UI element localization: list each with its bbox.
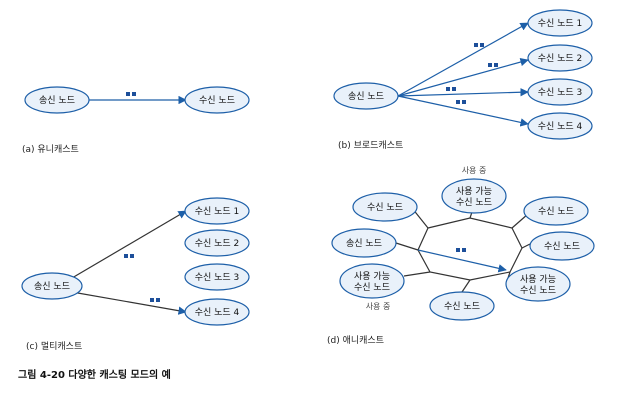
multicast-sender-label: 송신 노드 [34, 281, 70, 292]
panel-multicast: 송신 노드 수신 노드 1 수신 노드 2 수신 노드 3 수신 노드 4 (c… [21, 197, 250, 352]
broadcast-receiver-node-4 [527, 112, 593, 140]
broadcast-link-1 [397, 22, 529, 97]
multicast-receiver-label-2: 수신 노드 2 [195, 238, 240, 249]
anycast-available-node-top [441, 178, 507, 214]
broadcast-receiver-label-4: 수신 노드 4 [538, 121, 583, 132]
anycast-link-h [461, 279, 471, 293]
multicast-receiver-label-4: 수신 노드 4 [195, 307, 240, 318]
anycast-sender-label: 송신 노드 [346, 238, 382, 249]
broadcast-link-4 [397, 95, 529, 127]
anycast-receiver-node-1 [352, 192, 418, 222]
anycast-available-right-line2: 수신 노드 [520, 285, 556, 296]
unicast-receiver-label: 수신 노드 [199, 95, 235, 106]
anycast-available-right-line1: 사용 가능 [520, 274, 556, 285]
broadcast-receiver-label-1: 수신 노드 1 [538, 18, 583, 29]
panel-broadcast: 송신 노드 수신 노드 1 수신 노드 2 수신 노드 3 수신 노드 4 (b… [333, 9, 593, 151]
anycast-receiver-label-3: 수신 노드 [544, 241, 580, 252]
broadcast-receiver-label-3: 수신 노드 3 [538, 87, 583, 98]
multicast-receiver-node-4 [184, 298, 250, 326]
unicast-sender-node [24, 86, 90, 114]
anycast-available-node-right [505, 266, 571, 302]
anycast-available-left-line1: 사용 가능 [354, 271, 390, 282]
multicast-receiver-label-1: 수신 노드 1 [195, 206, 240, 217]
panel-anycast: 사용 중 사용 가능 수신 노드 수신 노드 수신 노드 송신 노드 수신 노드… [327, 166, 595, 346]
broadcast-receiver-label-2: 수신 노드 2 [538, 53, 583, 64]
multicast-receiver-node-2 [184, 229, 250, 257]
anycast-available-top-line2: 수신 노드 [456, 197, 492, 208]
broadcast-link-2 [397, 57, 529, 97]
broadcast-receiver-node-3 [527, 78, 593, 106]
multicast-link-4 [71, 291, 187, 315]
anycast-in-use-label-top: 사용 중 [462, 166, 487, 175]
broadcast-receiver-node-1 [527, 9, 593, 37]
anycast-link-f [403, 271, 431, 277]
anycast-packet-icon [456, 248, 466, 252]
anycast-link-e [521, 243, 531, 249]
multicast-packet-icons [124, 254, 160, 302]
multicast-receiver-node-1 [184, 197, 250, 225]
broadcast-sender-node [333, 82, 399, 110]
unicast-caption: (a) 유니캐스트 [22, 144, 79, 155]
multicast-caption: (c) 멀티캐스트 [26, 340, 82, 352]
broadcast-caption: (b) 브로드캐스트 [338, 140, 403, 151]
anycast-available-left-line2: 수신 노드 [354, 282, 390, 293]
anycast-route-arrow [417, 249, 507, 273]
anycast-network-ring [417, 217, 523, 281]
anycast-link-d [395, 242, 419, 251]
broadcast-sender-label: 송신 노드 [348, 91, 384, 102]
anycast-caption: (d) 애니캐스트 [327, 335, 384, 346]
multicast-sender-node [21, 272, 83, 300]
anycast-receiver-node-2 [523, 196, 589, 226]
anycast-sender-node [331, 228, 397, 258]
anycast-in-use-label-bottom: 사용 중 [366, 302, 391, 311]
multicast-link-1 [71, 210, 187, 279]
unicast-receiver-node [184, 86, 250, 114]
anycast-receiver-label-1: 수신 노드 [367, 202, 403, 213]
anycast-receiver-node-3 [529, 231, 595, 261]
panel-unicast: 송신 노드 수신 노드 (a) 유니캐스트 [22, 86, 250, 155]
anycast-link-c [511, 213, 529, 229]
anycast-receiver-label-4: 수신 노드 [444, 301, 480, 312]
anycast-receiver-label-2: 수신 노드 [538, 206, 574, 217]
multicast-receiver-label-3: 수신 노드 3 [195, 272, 240, 283]
figure-caption: 그림 4-20 다양한 캐스팅 모드의 예 [18, 368, 171, 381]
broadcast-receiver-node-2 [527, 44, 593, 72]
broadcast-packet-icons [446, 43, 498, 104]
unicast-sender-label: 송신 노드 [39, 95, 75, 106]
multicast-receiver-node-3 [184, 263, 250, 291]
unicast-packet-icon [126, 92, 136, 96]
anycast-available-node-left [339, 263, 405, 299]
anycast-available-top-line1: 사용 가능 [456, 186, 492, 197]
broadcast-link-3 [397, 88, 529, 97]
anycast-receiver-node-4 [429, 291, 495, 321]
